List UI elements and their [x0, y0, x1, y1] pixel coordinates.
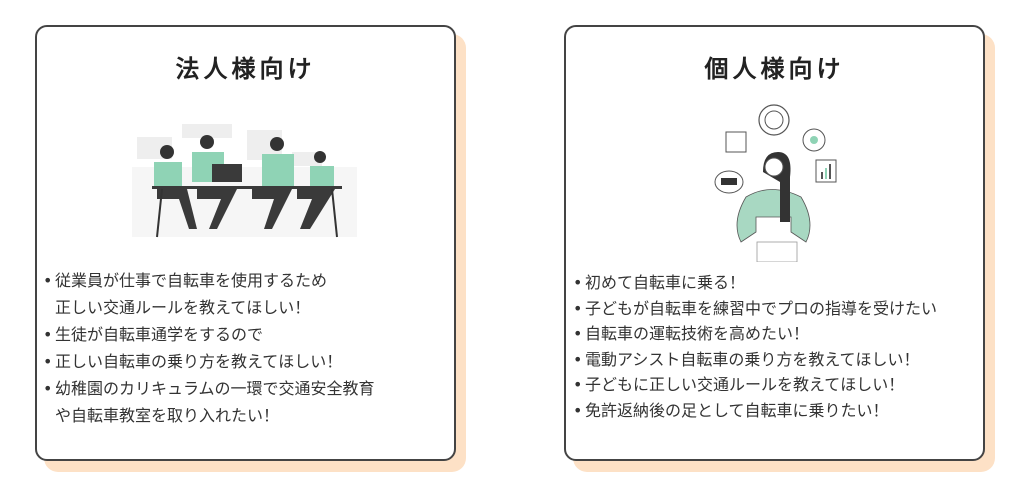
individual-title: 個人様向け	[704, 55, 845, 83]
corporate-card: 法人様向け •従業員が仕事で自転車を使用するため正しい交通ルールを教えてほしい！…	[35, 25, 456, 461]
list-item: •生徒が自転車通学をするので	[43, 325, 264, 344]
list-item: •子どもに正しい交通ルールを教えてほしい！	[573, 375, 905, 394]
list-item: •電動アシスト自転車の乗り方を教えてほしい！	[573, 349, 920, 369]
list-item: •免許返納後の足として自転車に乗りたい！	[573, 400, 889, 420]
person-with-icons-illustration	[714, 104, 837, 262]
list-item: •正しい自転車の乗り方を教えてほしい！	[43, 352, 343, 371]
list-item: •自転車の運転技術を高めたい！	[573, 324, 810, 343]
corporate-needs-list: •従業員が仕事で自転車を使用するため正しい交通ルールを教えてほしい！ •生徒が自…	[43, 267, 375, 429]
list-item: •初めて自転車に乗る！	[573, 273, 746, 292]
corporate-title: 法人様向け	[175, 55, 316, 83]
individual-card: 個人様向け •初めて自転車に乗る！ •子どもが自転車を練習中でプロの指導を受けた…	[564, 25, 985, 461]
list-item: •幼稚園のカリキュラムの一環で交通安全教育や自転車教室を取り入れたい！	[43, 379, 375, 425]
team-meeting-illustration	[132, 124, 357, 238]
list-item: •従業員が仕事で自転車を使用するため正しい交通ルールを教えてほしい！	[43, 271, 328, 317]
list-item: •子どもが自転車を練習中でプロの指導を受けたい	[573, 298, 938, 318]
individual-needs-list: •初めて自転車に乗る！ •子どもが自転車を練習中でプロの指導を受けたい •自転車…	[573, 270, 937, 423]
